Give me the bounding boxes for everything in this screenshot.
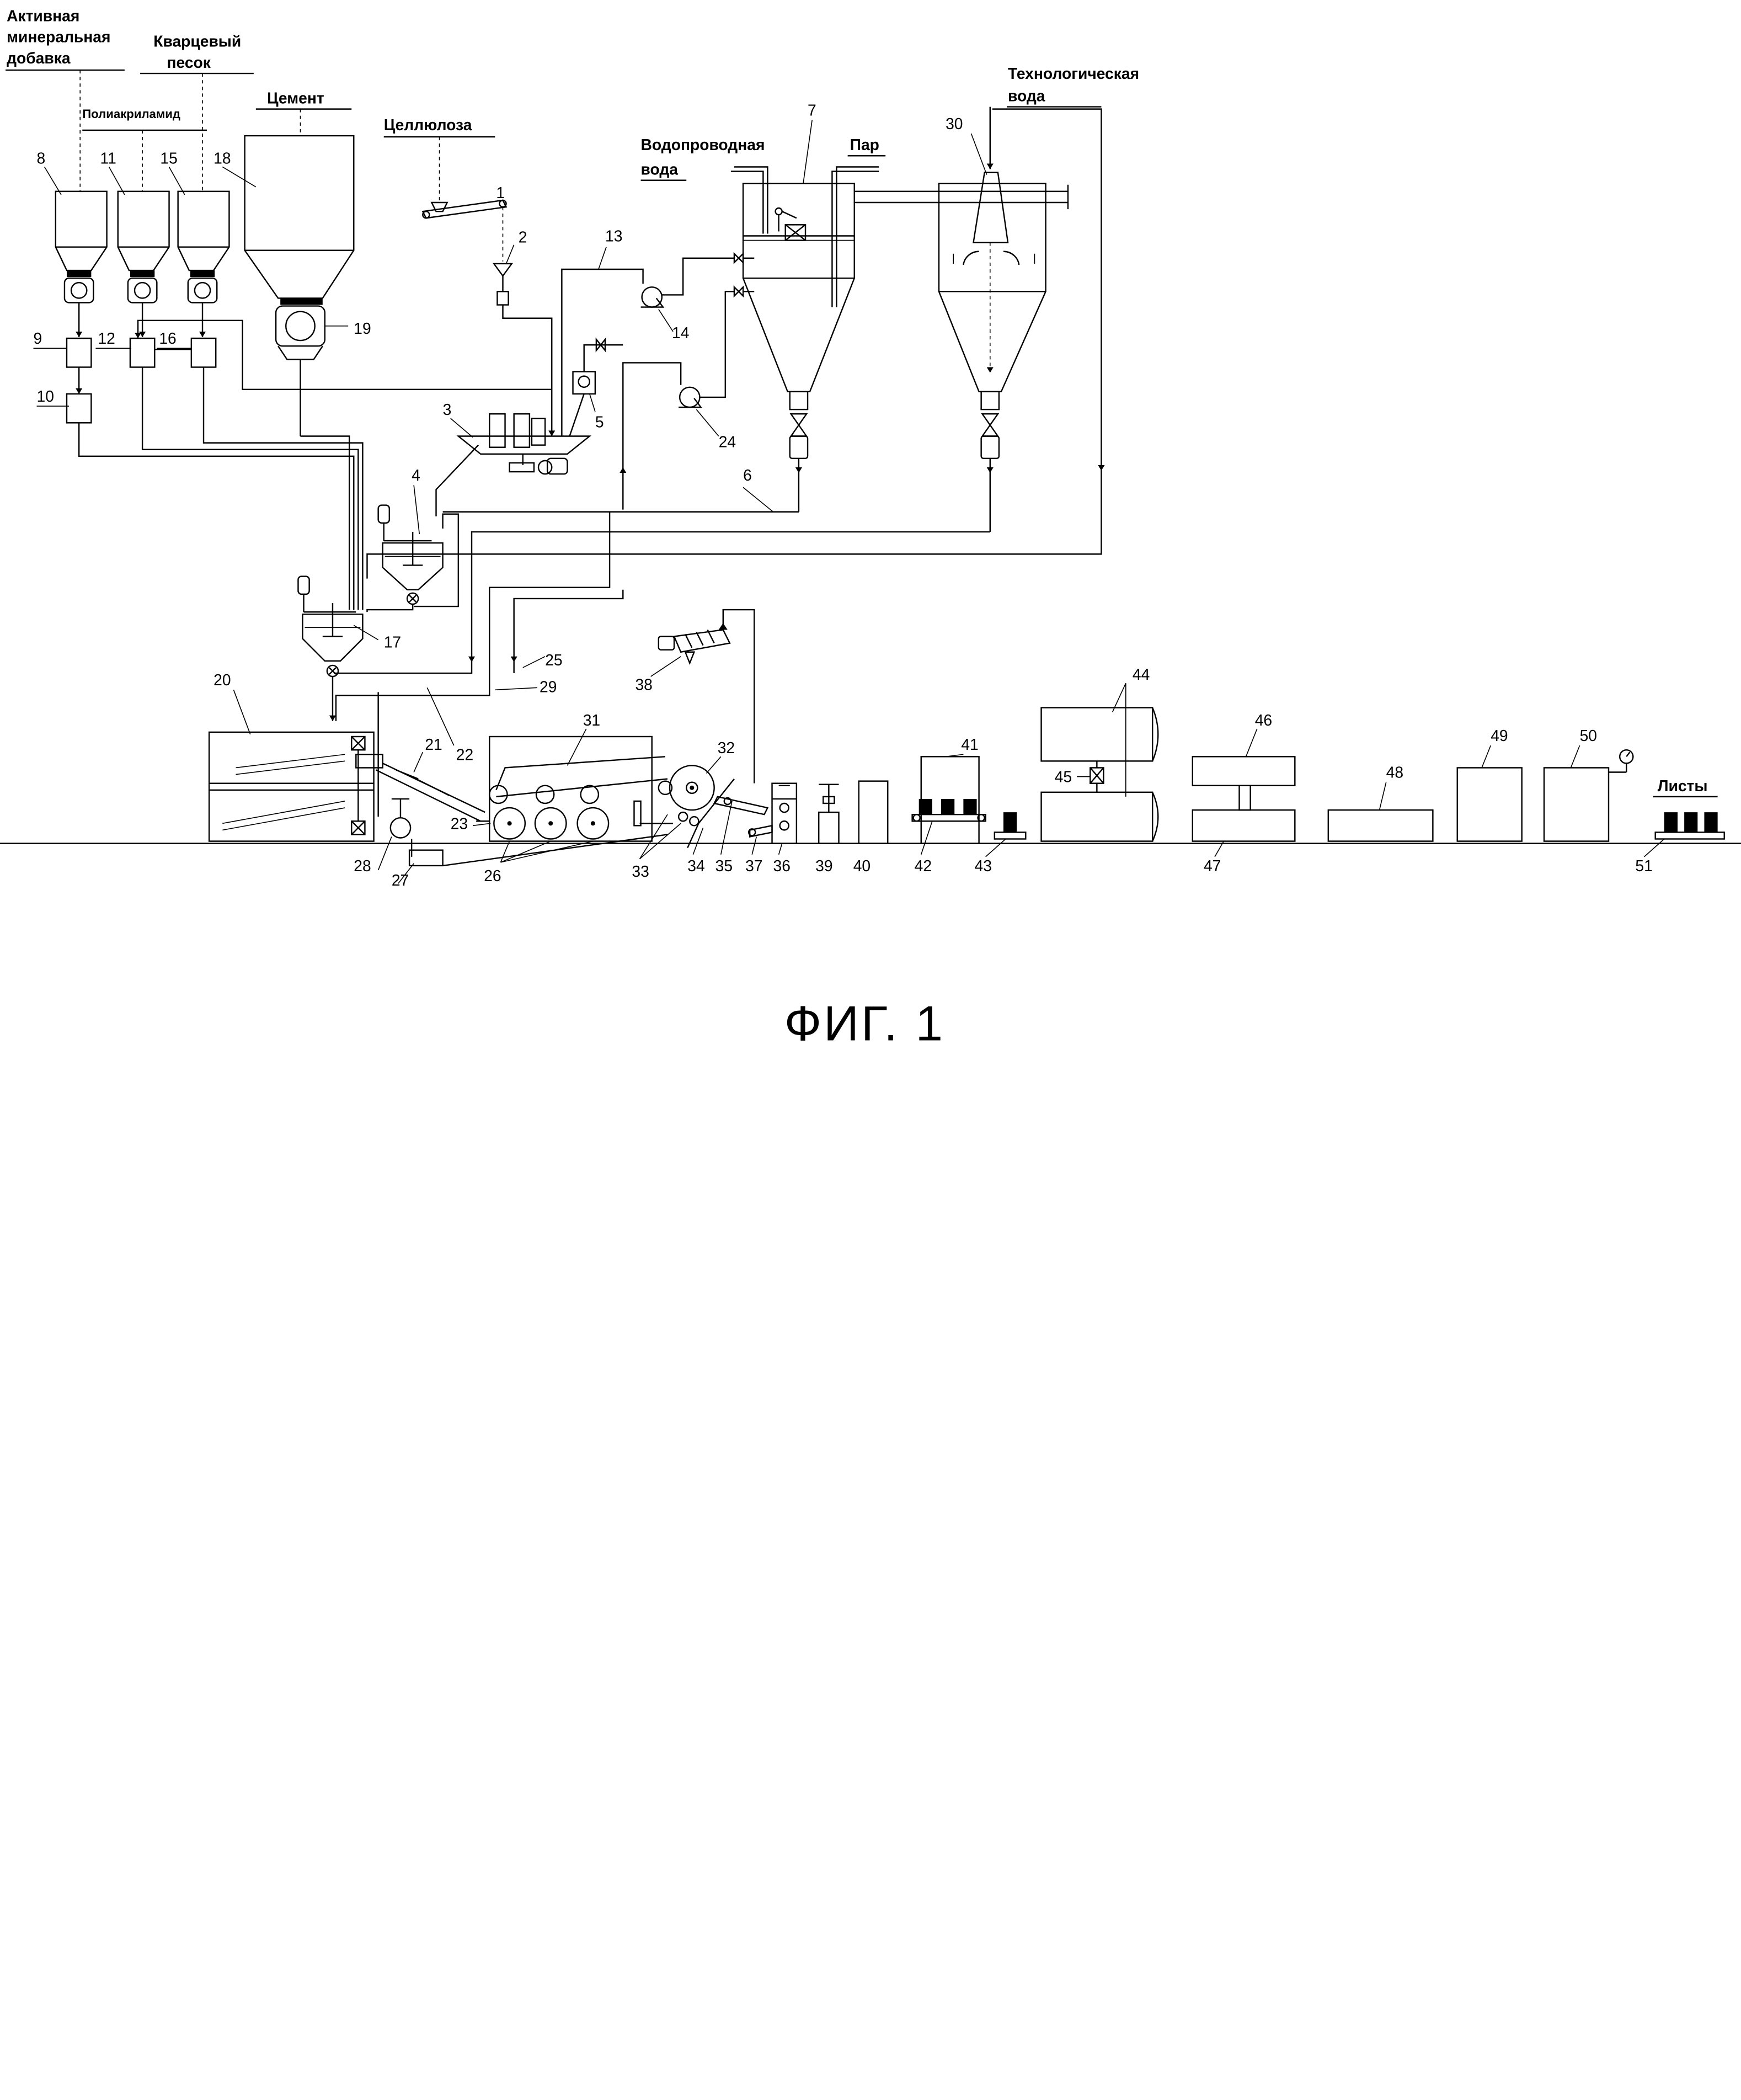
tank-17 (298, 577, 378, 721)
ref-13: 13 (605, 227, 622, 245)
ref-34: 34 (687, 857, 704, 875)
ref-45: 45 (1055, 768, 1072, 786)
ref-17: 17 (384, 633, 401, 651)
settler-30 (939, 107, 1046, 532)
ref-32: 32 (718, 739, 735, 756)
ref-40: 40 (853, 857, 870, 875)
label-steam: Пар (850, 136, 879, 153)
pulper-3 (436, 414, 590, 516)
label-active-additive-2: минеральная (7, 28, 110, 46)
ref-36: 36 (773, 857, 791, 875)
ref-8: 8 (37, 149, 46, 167)
vat-20 (209, 690, 485, 841)
label-quartz-sand-1: Кварцевый (153, 33, 241, 50)
pump-28 (378, 692, 667, 883)
reference-numbers: 1 2 3 4 5 6 7 8 9 10 11 12 13 14 15 16 1… (33, 102, 1652, 889)
ref-5: 5 (595, 413, 604, 430)
press-39 (819, 785, 839, 844)
ref-39: 39 (815, 857, 832, 875)
ref-38: 38 (635, 675, 652, 693)
label-tap-water-2: вода (641, 161, 679, 178)
tank-4 (367, 485, 458, 612)
ref-48: 48 (1386, 764, 1403, 781)
ref-6: 6 (743, 466, 752, 484)
grinder-38 (651, 610, 755, 783)
ref-19: 19 (354, 319, 371, 337)
ref-42: 42 (915, 857, 932, 875)
ref-31: 31 (583, 711, 600, 729)
ref-43: 43 (975, 857, 992, 875)
process-water-line (367, 109, 1104, 579)
ref-21: 21 (425, 735, 442, 753)
ref-20: 20 (213, 671, 231, 689)
autoclave-44 (1042, 683, 1158, 841)
ref-18: 18 (213, 149, 231, 167)
silo-15 (178, 73, 229, 337)
ref-25: 25 (545, 651, 562, 669)
ref-22: 22 (456, 745, 473, 763)
label-quartz-sand-2: песок (167, 54, 211, 71)
process-flow-diagram: Активная минеральная добавка Кварцевый п… (0, 0, 1741, 1051)
sheets-stack-51 (1644, 812, 1724, 857)
ref-26: 26 (484, 867, 501, 884)
ref-10: 10 (37, 387, 54, 405)
figure-caption: ФИГ. 1 (784, 996, 945, 1051)
unit-49 (1457, 745, 1522, 841)
ref-51: 51 (1635, 857, 1652, 875)
press-46-47 (1193, 729, 1295, 857)
label-polyacrylamide: Полиакриламид (82, 107, 180, 121)
pump-24 (623, 287, 754, 509)
ref-29: 29 (540, 678, 557, 695)
label-process-water-2: вода (1008, 87, 1045, 105)
ref-3: 3 (443, 401, 452, 418)
ref-11: 11 (100, 149, 116, 167)
label-active-additive-3: добавка (7, 49, 71, 67)
ref-23: 23 (451, 814, 468, 832)
ref-47: 47 (1204, 857, 1221, 875)
unit-40 (859, 781, 888, 844)
ref-33: 33 (632, 862, 649, 880)
cement-silo-18 (245, 109, 354, 436)
ref-24: 24 (719, 433, 736, 451)
ref-46: 46 (1255, 711, 1272, 729)
unit-48 (1328, 782, 1433, 841)
ref-2: 2 (519, 228, 527, 246)
ref-15: 15 (160, 149, 177, 167)
label-cement: Цемент (267, 89, 324, 107)
stacker-41-42 (912, 754, 986, 854)
ref-37: 37 (745, 857, 762, 875)
label-cellulose: Целлюлоза (384, 116, 472, 134)
ref-27: 27 (392, 871, 409, 889)
ref-14: 14 (672, 324, 689, 342)
ref-49: 49 (1491, 727, 1508, 744)
label-process-water-1: Технологическая (1008, 65, 1139, 82)
ref-9: 9 (33, 329, 42, 347)
ref-12: 12 (98, 329, 115, 347)
label-sheets: Листы (1658, 777, 1708, 795)
dry-material-lines (79, 367, 362, 610)
pallet-43 (986, 812, 1026, 857)
tank-7 (731, 120, 1068, 512)
ref-44: 44 (1133, 665, 1150, 683)
unit-50 (1544, 745, 1633, 841)
ref-50: 50 (1580, 727, 1597, 744)
ref-7: 7 (808, 102, 816, 119)
input-labels: Активная минеральная добавка Кварцевый п… (6, 7, 1718, 1050)
cellulose-feed (423, 137, 555, 436)
ref-28: 28 (354, 857, 371, 875)
ref-16: 16 (159, 329, 176, 347)
label-tap-water-1: Водопроводная (641, 136, 765, 153)
ref-35: 35 (715, 857, 733, 875)
ref-30: 30 (946, 115, 963, 132)
ref-4: 4 (412, 466, 420, 484)
ref-1: 1 (496, 184, 505, 201)
ref-41: 41 (961, 735, 978, 753)
label-active-additive-1: Активная (7, 7, 79, 24)
